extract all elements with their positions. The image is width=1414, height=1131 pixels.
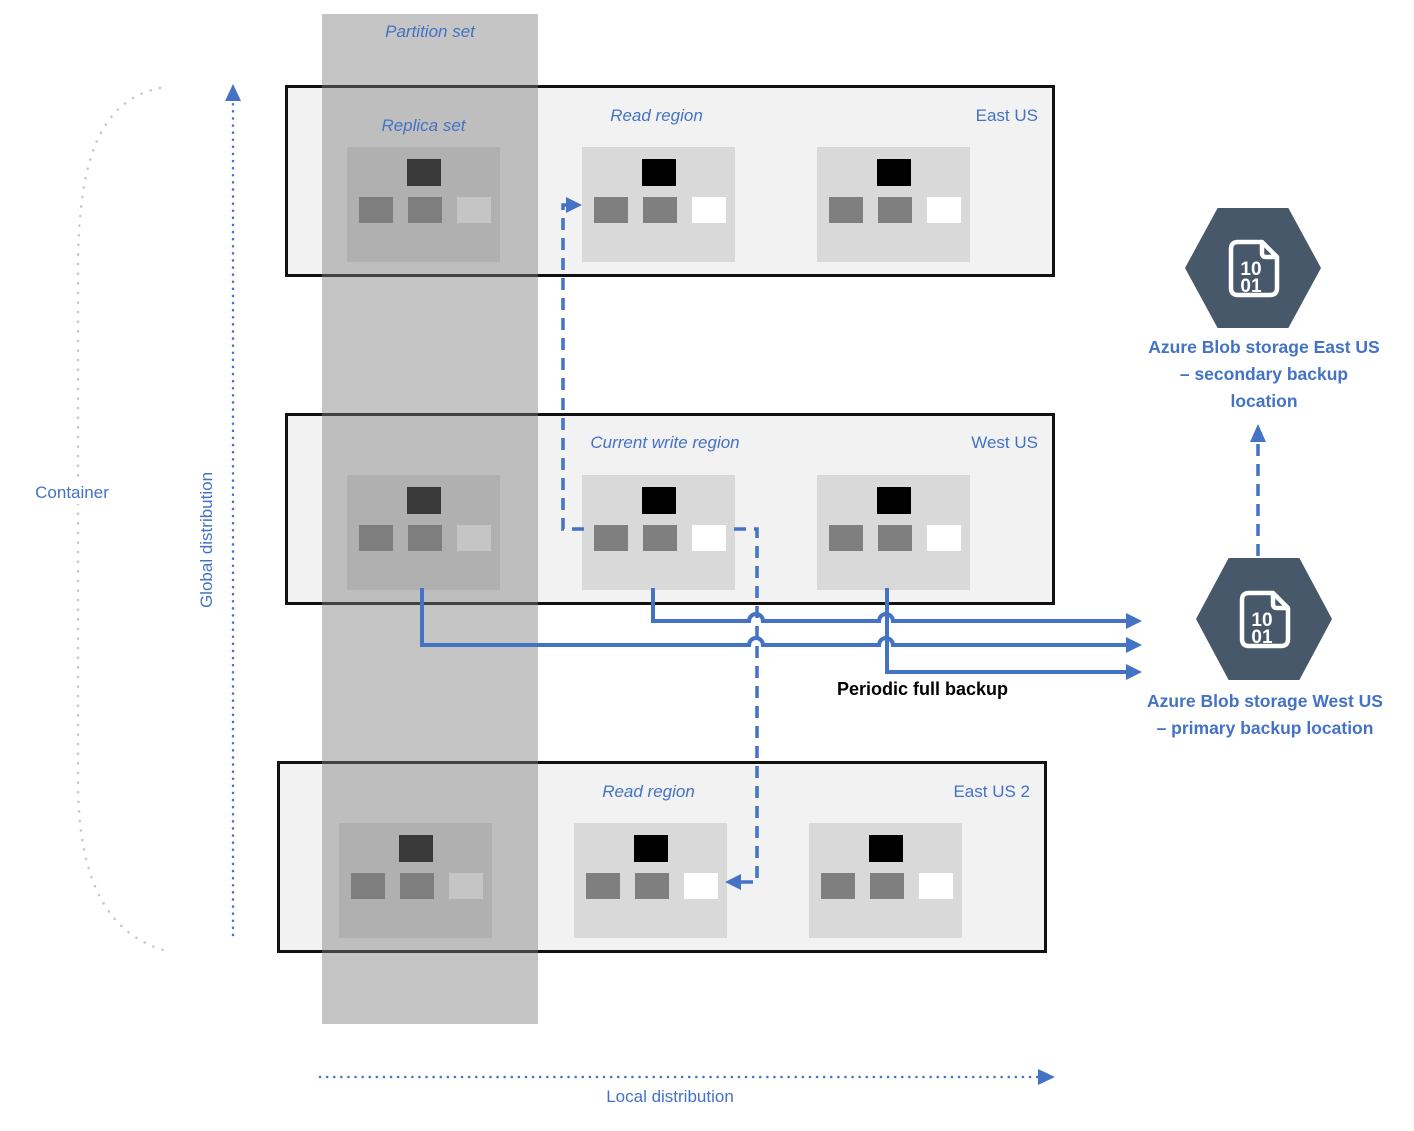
replica-set-cluster bbox=[582, 147, 735, 262]
primary-replica-node bbox=[869, 835, 903, 862]
secondary-replica-node bbox=[829, 525, 863, 551]
empty-replica-node bbox=[919, 873, 953, 899]
replica-set-cluster bbox=[347, 475, 500, 590]
secondary-replica-node bbox=[408, 197, 442, 223]
region-name-east-us: East US bbox=[975, 106, 1038, 125]
current-write-region-label: Current write region bbox=[590, 433, 740, 452]
svg-text:10: 10 bbox=[1240, 259, 1261, 280]
svg-text:01: 01 bbox=[1251, 627, 1273, 648]
empty-replica-node bbox=[692, 525, 726, 551]
empty-replica-node bbox=[927, 197, 961, 223]
empty-replica-node bbox=[692, 197, 726, 223]
secondary-replica-node bbox=[359, 525, 393, 551]
azure-blob-storage-east-label: Azure Blob storage East US – secondary b… bbox=[1148, 337, 1380, 411]
replica-set-cluster bbox=[582, 475, 735, 590]
secondary-replica-node bbox=[821, 873, 855, 899]
replication-path-to-east-us-2 bbox=[725, 527, 759, 890]
partition-set-band bbox=[322, 14, 538, 1024]
primary-replica-node bbox=[407, 159, 441, 186]
backup-line-from-partition-replica bbox=[420, 588, 1142, 653]
replica-set-cluster bbox=[817, 147, 970, 262]
global-distribution-arrow bbox=[225, 84, 241, 937]
backup-line-from-write-region-replica bbox=[651, 588, 1142, 629]
replica-set-cluster bbox=[817, 475, 970, 590]
empty-replica-node bbox=[457, 197, 491, 223]
local-distribution-arrow bbox=[318, 1069, 1055, 1085]
replica-set-cluster bbox=[809, 823, 962, 938]
secondary-replica-node bbox=[878, 525, 912, 551]
replica-set-cluster bbox=[574, 823, 727, 938]
secondary-replica-node bbox=[643, 197, 677, 223]
binary-file-icon: 10 01 bbox=[1228, 239, 1280, 298]
secondary-replica-node bbox=[635, 873, 669, 899]
region-name-west-us: West US bbox=[971, 433, 1038, 452]
secondary-backup-copy-arrow bbox=[1250, 424, 1266, 556]
secondary-replica-node bbox=[870, 873, 904, 899]
secondary-replica-node bbox=[643, 525, 677, 551]
primary-replica-node bbox=[634, 835, 668, 862]
periodic-full-backup-label: Periodic full backup bbox=[836, 679, 1009, 699]
svg-text:10: 10 bbox=[1251, 610, 1272, 631]
replica-set-label: Replica set bbox=[381, 116, 466, 135]
secondary-replica-node bbox=[351, 873, 385, 899]
empty-replica-node bbox=[449, 873, 483, 899]
secondary-replica-node bbox=[594, 197, 628, 223]
secondary-replica-node bbox=[400, 873, 434, 899]
container-bracket bbox=[76, 86, 165, 952]
azure-blob-storage-west-icon: 10 01 bbox=[1196, 558, 1332, 680]
empty-replica-node bbox=[927, 525, 961, 551]
empty-replica-node bbox=[684, 873, 718, 899]
primary-replica-node bbox=[642, 487, 676, 514]
secondary-replica-node bbox=[594, 525, 628, 551]
primary-replica-node bbox=[642, 159, 676, 186]
replica-set-cluster bbox=[339, 823, 492, 938]
svg-text:01: 01 bbox=[1240, 276, 1262, 297]
container-label: Container bbox=[22, 482, 122, 504]
secondary-replica-node bbox=[829, 197, 863, 223]
empty-replica-node bbox=[457, 525, 491, 551]
azure-blob-storage-west-label: Azure Blob storage West US – primary bac… bbox=[1147, 691, 1383, 738]
primary-replica-node bbox=[407, 487, 441, 514]
partition-set-label: Partition set bbox=[385, 22, 475, 41]
secondary-replica-node bbox=[586, 873, 620, 899]
secondary-replica-node bbox=[408, 525, 442, 551]
primary-replica-node bbox=[399, 835, 433, 862]
secondary-replica-node bbox=[878, 197, 912, 223]
azure-blob-storage-east-icon: 10 01 bbox=[1185, 208, 1321, 328]
backup-line-from-east-replica bbox=[885, 588, 1142, 680]
read-region-label-east-us: Read region bbox=[610, 106, 703, 125]
read-region-label-east-us-2: Read region bbox=[602, 782, 695, 801]
primary-replica-node bbox=[877, 159, 911, 186]
local-distribution-label: Local distribution bbox=[606, 1087, 734, 1106]
primary-replica-node bbox=[877, 487, 911, 514]
replica-set-cluster bbox=[347, 147, 500, 262]
binary-file-icon: 10 01 bbox=[1239, 590, 1291, 649]
global-distribution-label: Global distribution bbox=[197, 471, 216, 609]
replication-path-to-east-us bbox=[561, 197, 584, 531]
secondary-replica-node bbox=[359, 197, 393, 223]
region-name-east-us-2: East US 2 bbox=[953, 782, 1030, 801]
